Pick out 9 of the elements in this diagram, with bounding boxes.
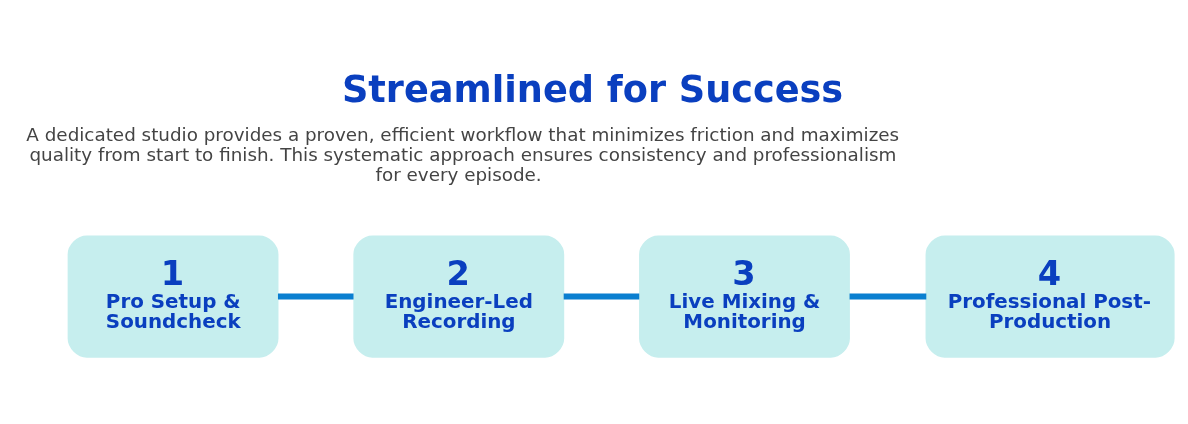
node-box: 3 Live Mixing & Monitoring [639,234,850,358]
connector [277,293,354,300]
connector [849,293,927,300]
node-box: 4 Professional Post-Production [925,234,1175,358]
label: A dedicated studio provides a proven, efficient workflow that minimizes friction and maximizes quality from start to finish. This systematic approach ensures consistency and professionalism for every episode. [26,123,900,185]
node-box: 2 Engineer-Led Recording [353,234,565,358]
connector [563,293,640,300]
diagram-title: Streamlined for Success [341,67,844,111]
node-box: 1 Pro Setup & Soundcheck [67,234,279,358]
